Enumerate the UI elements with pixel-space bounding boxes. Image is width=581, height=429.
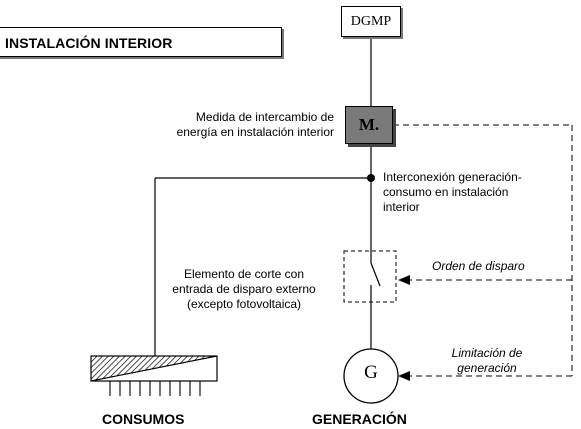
dgmp-box: DGMP	[341, 6, 401, 37]
meter-measure-label: Medida de intercambio de energía en inst…	[176, 110, 334, 139]
trip-order-label: Orden de disparo	[432, 259, 525, 273]
cut-element-label: Elemento de corte con entrada de disparo…	[172, 267, 316, 311]
cut-switch-icon	[343, 250, 397, 303]
control-lines	[393, 124, 573, 377]
meter-label: M.	[358, 115, 380, 134]
dgmp-label: DGMP	[350, 14, 392, 29]
consumption-caption: CONSUMOS	[102, 411, 185, 427]
meter-box: M.	[345, 106, 393, 144]
generator-label: G	[364, 362, 378, 383]
consumption-load-icon	[90, 355, 218, 396]
limit-arrow-head	[398, 371, 410, 381]
generation-limit-label: Limitación de generación	[451, 346, 523, 375]
generation-caption: GENERACIÓN	[312, 411, 407, 427]
trip-arrow-head	[398, 275, 410, 285]
page-title: INSTALACIÓN INTERIOR	[5, 35, 173, 51]
title-box: INSTALACIÓN INTERIOR	[0, 27, 282, 57]
interconnection-label: Interconexión generación- consumo en ins…	[383, 170, 522, 214]
